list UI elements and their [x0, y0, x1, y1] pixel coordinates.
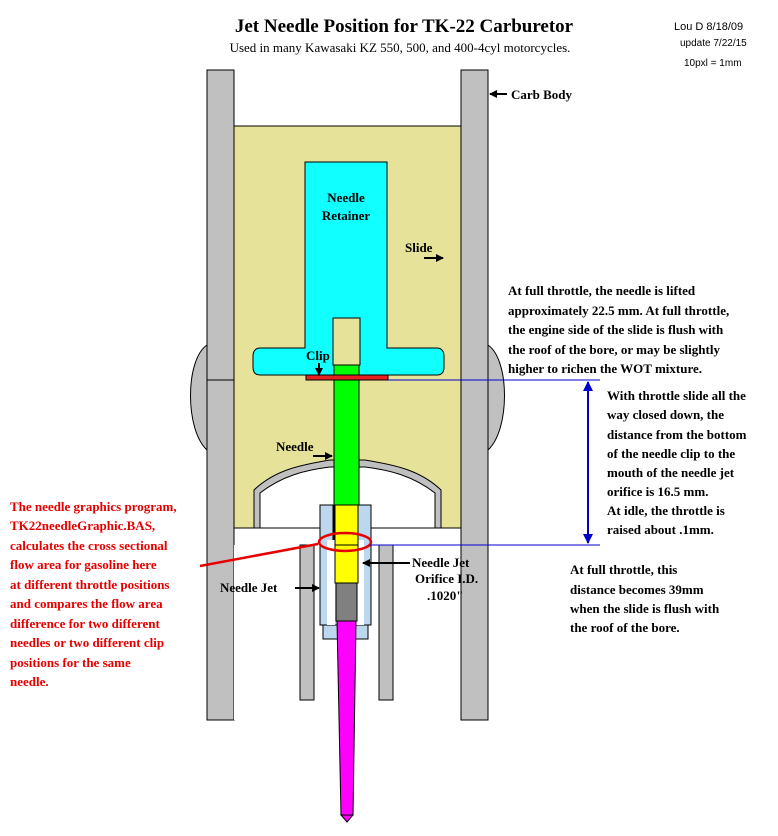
needle-clip [305, 374, 389, 381]
note-full-throttle-line: the roof of the bore, or may be slightly [508, 342, 720, 357]
program-pointer-line [199, 542, 319, 568]
note-full-distance-line: when the slide is flush with [570, 601, 720, 616]
label-slide: Slide [405, 240, 433, 255]
label-orifice-3: .1020" [427, 588, 463, 603]
jet-needle [333, 364, 360, 823]
label-orifice-2: Orifice I.D. [415, 571, 478, 586]
note-closed-slide-line: orifice is 16.5 mm. [607, 484, 708, 499]
note-full-throttle-line: higher to richen the WOT mixture. [508, 361, 702, 376]
note-closed-slide-line: of the needle clip to the [607, 446, 735, 461]
flow-area-marker [317, 531, 373, 553]
note-full-throttle: At full throttle, the needle is lifted a… [508, 283, 729, 376]
note-program-line: The needle graphics program, [10, 499, 177, 514]
label-needle-retainer-1: Needle [327, 190, 365, 205]
update-date: update 7/22/15 [680, 38, 747, 49]
note-full-distance-line: the roof of the bore. [570, 620, 680, 635]
note-program-line: difference for two different [10, 616, 160, 631]
note-program-line: flow area for gasoline here [10, 557, 157, 572]
needle-retainer [252, 161, 445, 376]
scale-note: 10pxl = 1mm [684, 58, 742, 69]
label-needle-jet: Needle Jet [220, 580, 278, 595]
note-full-throttle-line: At full throttle, the needle is lifted [508, 283, 696, 298]
note-closed-slide-line: raised about .1mm. [607, 522, 714, 537]
label-clip: Clip [306, 348, 330, 363]
note-program-line: needles or two different clip [10, 635, 164, 650]
note-program: The needle graphics program, TK22needleG… [10, 499, 177, 689]
page-subtitle: Used in many Kawasaki KZ 550, 500, and 4… [230, 40, 571, 55]
note-closed-slide-line: way closed down, the [607, 407, 724, 422]
note-full-distance-line: distance becomes 39mm [570, 582, 704, 597]
note-program-line: TK22needleGraphic.BAS, [10, 518, 155, 533]
note-full-distance-line: At full throttle, this [570, 562, 677, 577]
note-closed-slide: With throttle slide all the way closed d… [607, 388, 747, 537]
label-orifice-1: Needle Jet [412, 555, 470, 570]
note-full-throttle-line: the engine side of the slide is flush wi… [508, 322, 724, 337]
label-needle-retainer-2: Retainer [322, 208, 371, 223]
note-closed-slide-line: At idle, the throttle is [607, 503, 725, 518]
page-title: Jet Needle Position for TK-22 Carburetor [235, 16, 574, 37]
dimension-16-5mm [370, 379, 600, 546]
note-closed-slide-line: distance from the bottom [607, 427, 747, 442]
note-program-line: positions for the same [10, 655, 131, 670]
note-closed-slide-line: With throttle slide all the [607, 388, 746, 403]
label-carb-body: Carb Body [511, 87, 573, 102]
note-full-throttle-line: approximately 22.5 mm. At full throttle, [508, 303, 729, 318]
note-program-line: and compares the flow area [10, 596, 163, 611]
note-program-line: needle. [10, 674, 49, 689]
note-program-line: calculates the cross sectional [10, 538, 168, 553]
note-closed-slide-line: mouth of the needle jet [607, 465, 735, 480]
note-program-line: at different throttle positions [10, 577, 169, 592]
author-date: Lou D 8/18/09 [674, 21, 743, 33]
label-needle: Needle [276, 439, 314, 454]
note-full-distance: At full throttle, this distance becomes … [570, 562, 720, 635]
